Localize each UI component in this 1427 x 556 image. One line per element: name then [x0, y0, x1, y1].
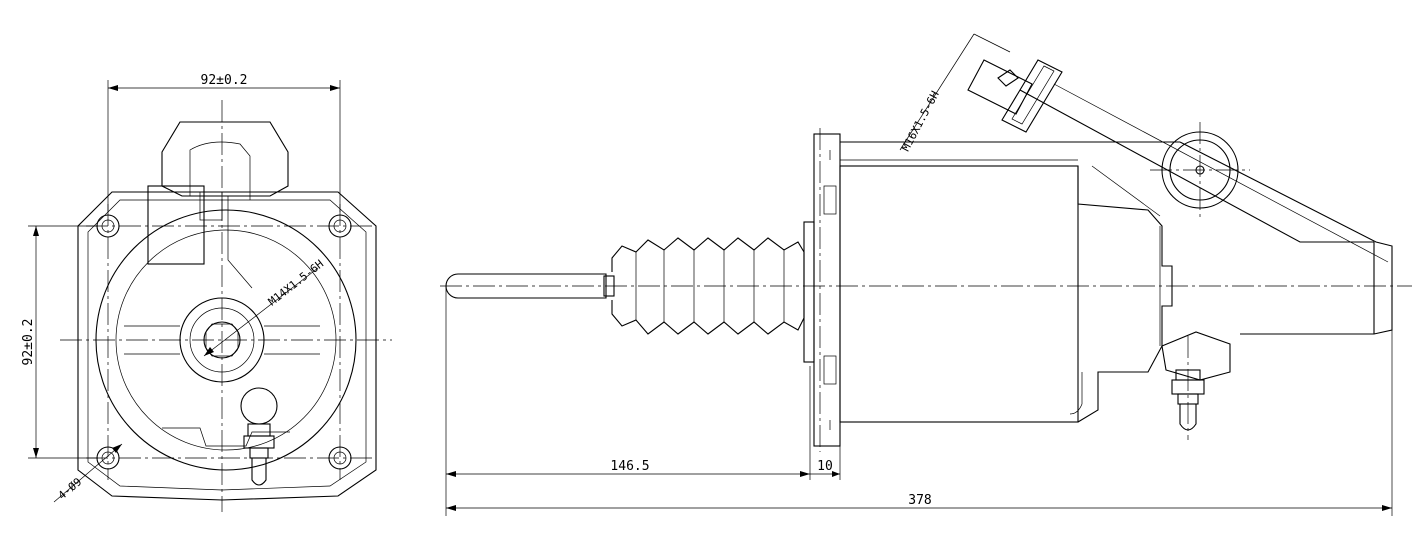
cylinder-body — [839, 141, 1180, 423]
front-housing-outline — [77, 191, 377, 501]
side-bleed-valve — [1161, 331, 1231, 440]
side-dim-flange-label: 10 — [817, 459, 833, 474]
front-dim-width-label: 92±0.2 — [201, 73, 248, 88]
front-holes-label: 4-Ø9 — [56, 475, 85, 502]
mounting-flange — [803, 133, 841, 447]
front-view: 92±0.2 92±0.2 M14X1.5-6H 4-Ø9 — [21, 73, 392, 512]
side-dim-flange: 10 — [810, 446, 841, 480]
front-dim-width: 92±0.2 — [107, 73, 341, 212]
side-dim-total: 378 — [446, 330, 1393, 516]
front-dim-height-label: 92±0.2 — [21, 319, 36, 366]
front-top-port — [161, 121, 289, 197]
front-dim-height: 92±0.2 — [21, 225, 98, 459]
front-thread-label: M14X1.5-6H — [266, 257, 326, 308]
side-dim-rod-label: 146.5 — [610, 459, 649, 474]
inlet-fitting — [967, 59, 1063, 133]
push-rod — [445, 273, 615, 299]
side-thread-callout: M16X1.5-6H — [899, 33, 1011, 154]
angled-inlet-tube — [1019, 83, 1393, 335]
side-dim-total-label: 378 — [908, 493, 931, 508]
side-dim-rod: 146.5 — [445, 286, 811, 516]
side-view: M16X1.5-6H 146.5 10 378 — [440, 33, 1412, 516]
front-bleed-valve — [240, 387, 278, 486]
side-thread-label: M16X1.5-6H — [899, 89, 942, 154]
